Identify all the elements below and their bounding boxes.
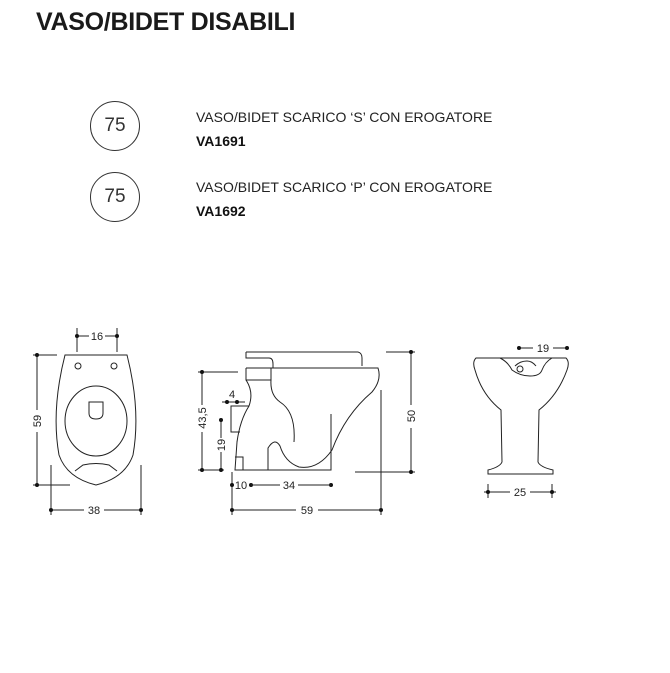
top-view-drawing: 16 59 38 <box>32 328 143 517</box>
product-badge: 75 <box>90 101 140 151</box>
dim-base-offset: 10 <box>235 480 247 492</box>
product-description: VASO/BIDET SCARICO ‘S’ CON EROGATORE <box>196 109 493 125</box>
dim-height: 50 <box>406 410 418 422</box>
product-code: VA1691 <box>196 133 246 149</box>
product-description: VASO/BIDET SCARICO ‘P’ CON EROGATORE <box>196 179 493 195</box>
dim-base: 25 <box>514 487 526 499</box>
dim-length: 59 <box>32 415 44 427</box>
product-badge: 75 <box>90 172 140 222</box>
dim-top: 19 <box>537 343 549 355</box>
dim-offset: 4 <box>229 389 235 401</box>
page-title: VASO/BIDET DISABILI <box>36 8 296 36</box>
dim-holes: 16 <box>91 331 103 343</box>
dim-length: 59 <box>301 505 313 517</box>
side-view-drawing: 43,5 19 4 10 34 59 50 <box>197 350 418 517</box>
product-code: VA1692 <box>196 203 246 219</box>
badge-value: 75 <box>104 115 126 136</box>
dim-inlet-height: 43,5 <box>197 407 209 428</box>
front-view-drawing: 19 25 <box>473 343 569 499</box>
dim-base: 34 <box>283 480 295 492</box>
dim-outlet-height: 19 <box>216 439 228 451</box>
dim-width: 38 <box>88 505 100 517</box>
badge-value: 75 <box>104 186 126 207</box>
